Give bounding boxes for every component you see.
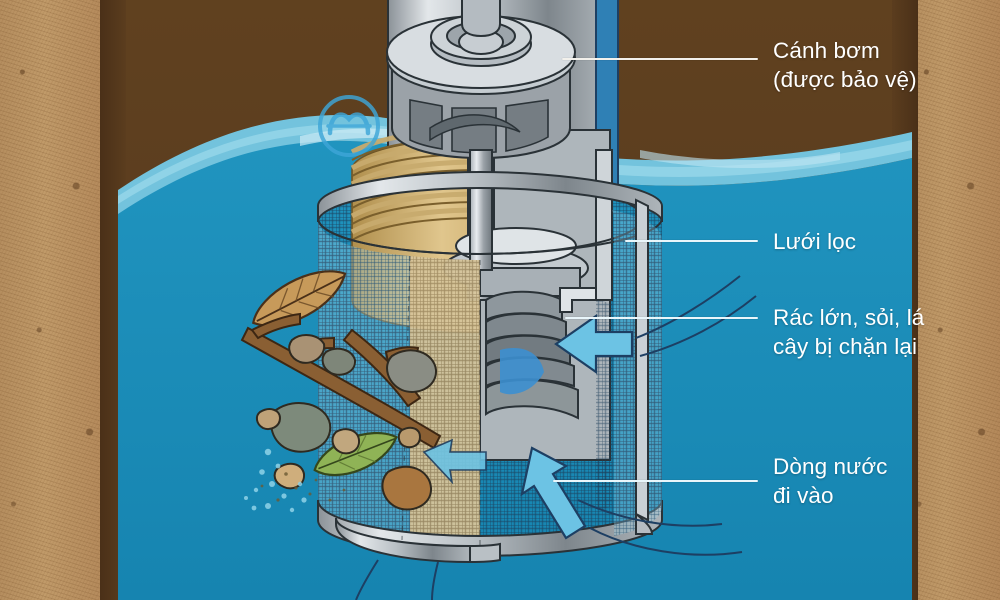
leader-line-screen bbox=[625, 240, 758, 242]
screen-top-rim bbox=[317, 170, 663, 223]
base-legs bbox=[355, 559, 439, 600]
brand-watermark-logo bbox=[318, 95, 380, 157]
debris-sand-cloud bbox=[244, 448, 307, 513]
watermark-circle bbox=[318, 95, 380, 157]
leader-line-debris bbox=[565, 317, 758, 319]
impeller-curved-vane bbox=[429, 114, 521, 142]
leader-line-inflow bbox=[553, 480, 758, 482]
soil-sand-right bbox=[908, 0, 1000, 600]
inflow-arrow-lower bbox=[520, 446, 587, 540]
blocked-debris-label: Rác lớn, sỏi, lá cây bị chặn lại bbox=[773, 305, 925, 359]
debris-leaf-green bbox=[313, 432, 398, 477]
pump-impeller bbox=[386, 0, 576, 160]
leader-line-impeller bbox=[562, 58, 758, 60]
water-glint-b bbox=[640, 150, 840, 169]
watermark-wave-m bbox=[327, 112, 371, 136]
inflow-arrow-upper bbox=[554, 313, 634, 375]
internal-water-pocket bbox=[500, 348, 544, 395]
debris-pebbles bbox=[255, 334, 438, 511]
soil-sand-left bbox=[0, 0, 112, 600]
filter-screen-label: Lưới lọc bbox=[773, 229, 857, 254]
inflow-curve-upper bbox=[635, 275, 757, 357]
inflow-curve-lower bbox=[577, 499, 743, 556]
water-inflow-label: Dòng nước đi vào bbox=[773, 454, 888, 508]
debris-sediment-specks bbox=[260, 472, 346, 502]
screen-right-frame bbox=[635, 198, 649, 522]
pump-base-ring bbox=[335, 517, 501, 600]
internal-flow-arrow bbox=[422, 438, 487, 485]
pump-impeller-label: Cánh bơm (được bảo vệ) bbox=[773, 38, 917, 92]
